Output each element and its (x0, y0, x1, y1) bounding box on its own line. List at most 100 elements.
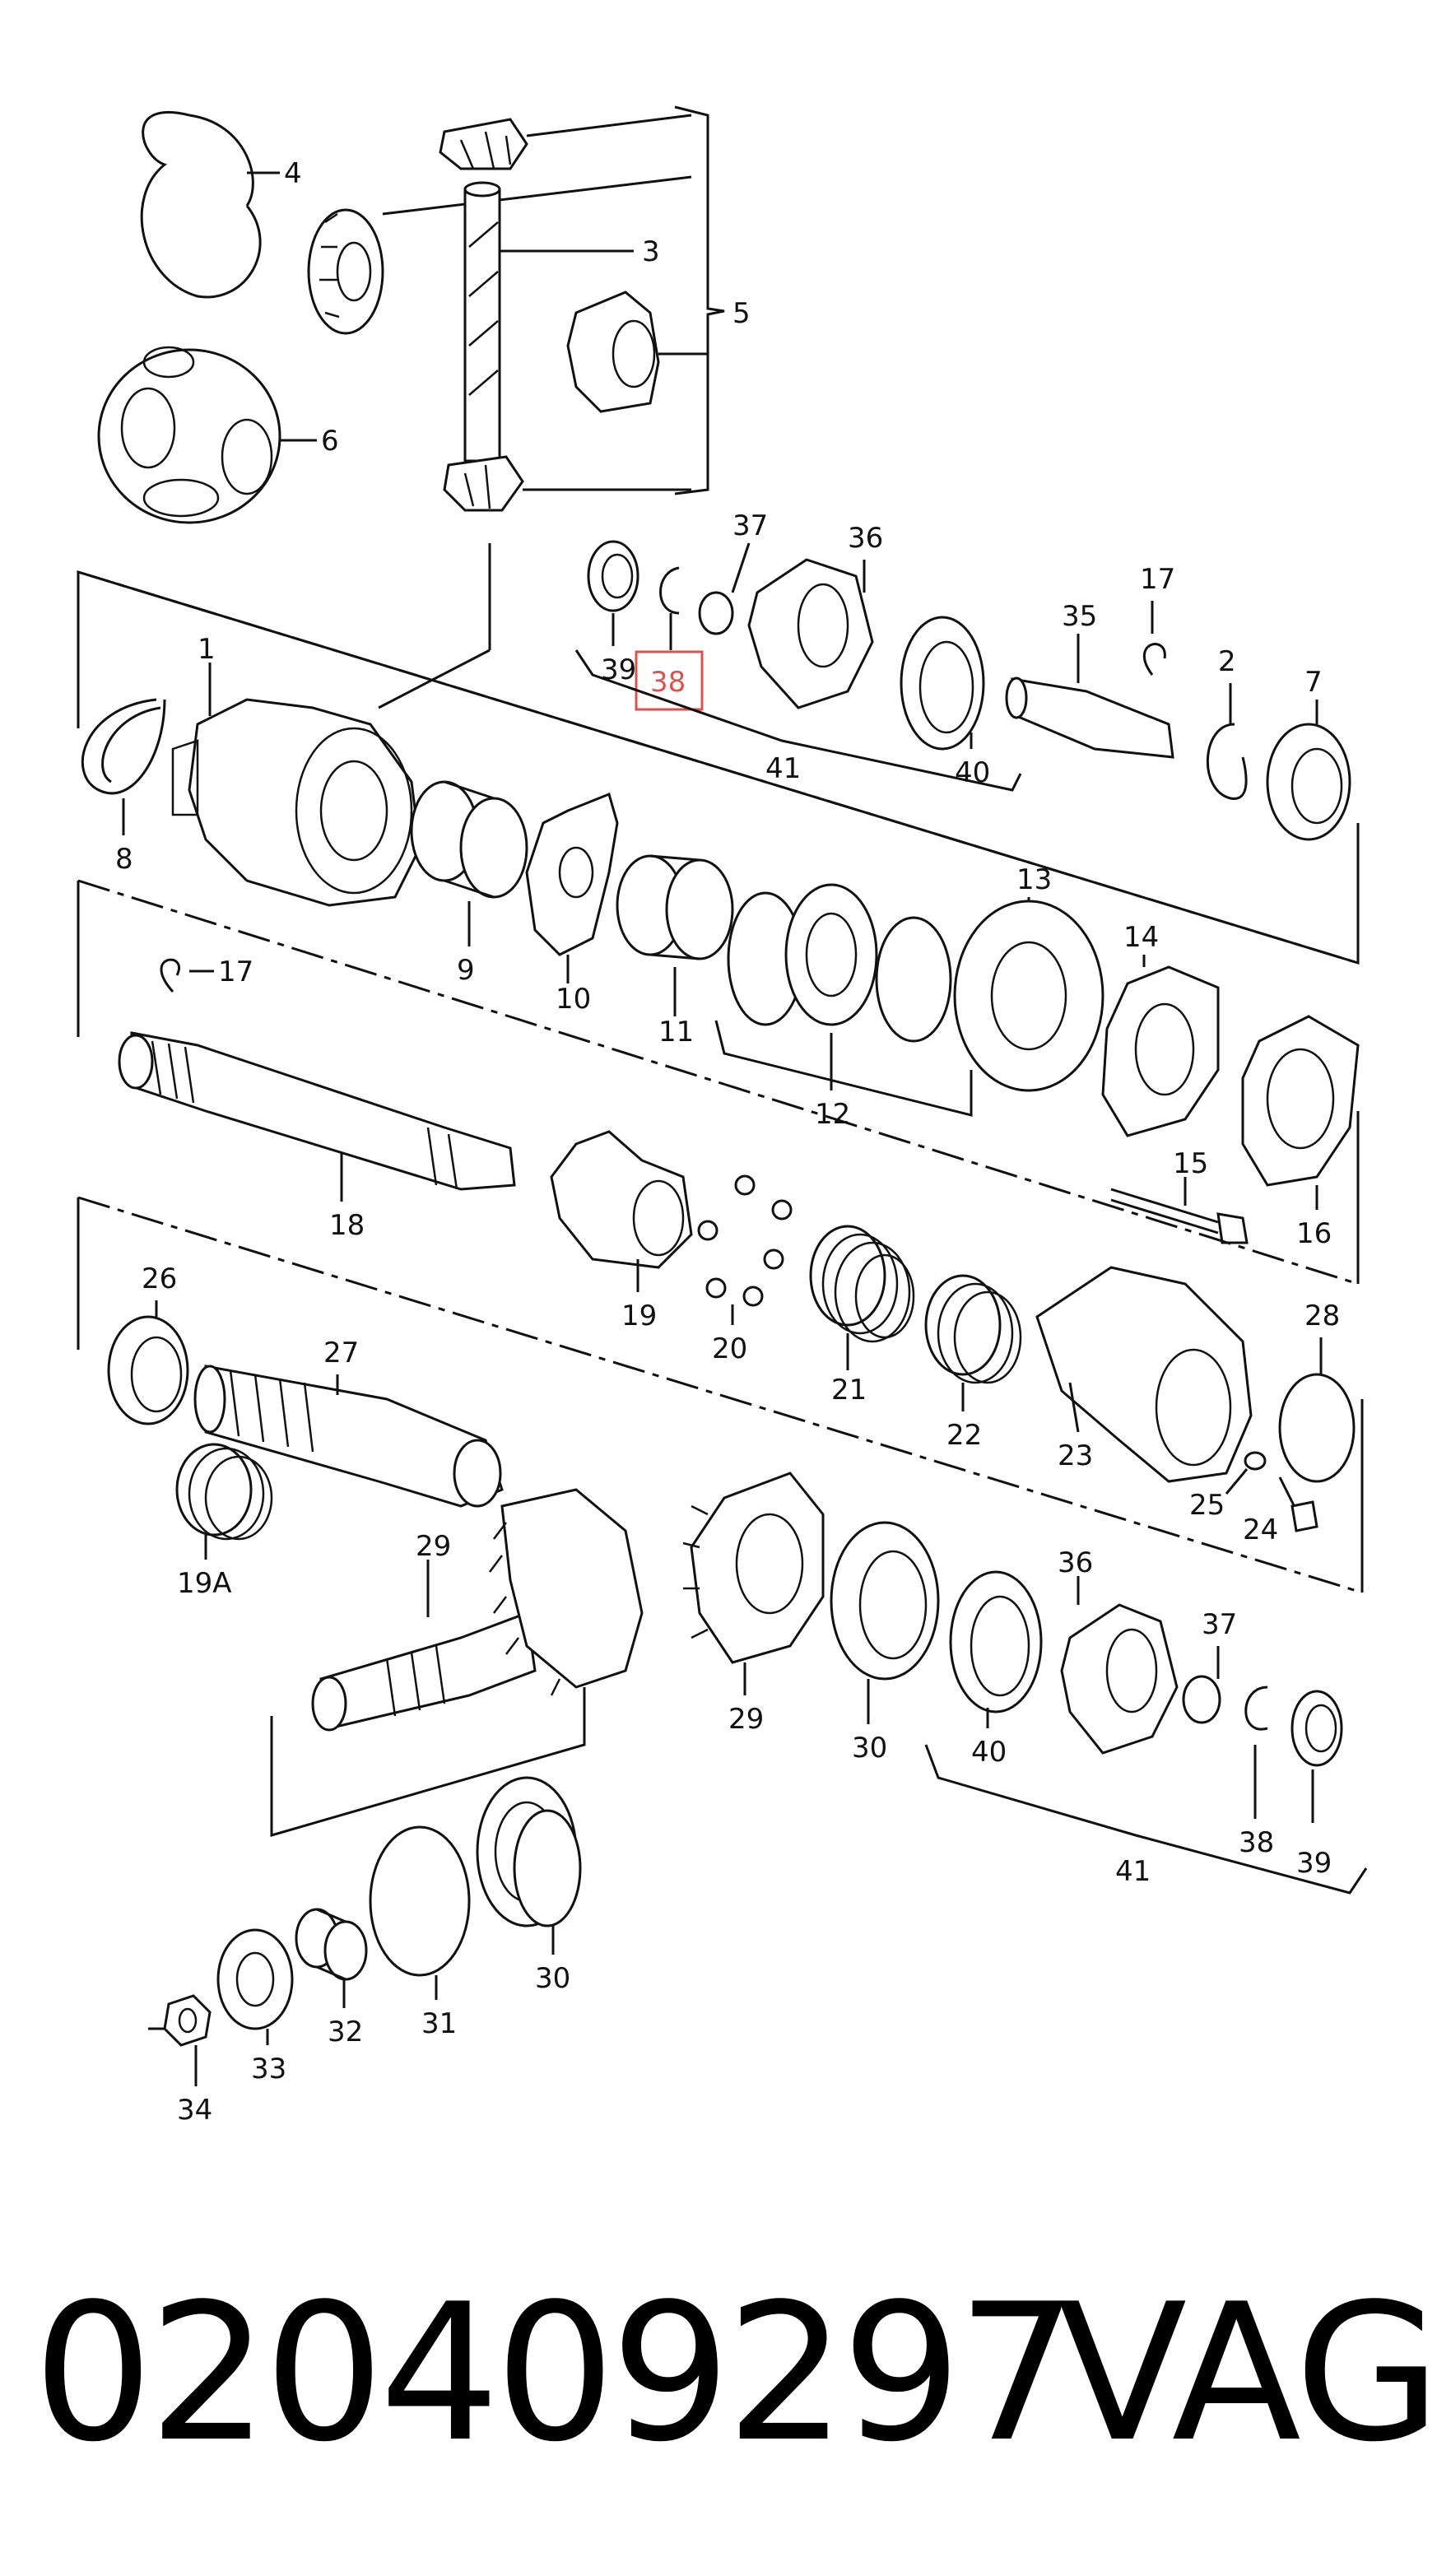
callout-29-lower: 29 (728, 1703, 764, 1736)
part-28-shaft (193, 1365, 504, 1508)
part-38-circlip-upper (659, 566, 680, 650)
part-1-housing (171, 663, 421, 907)
part-24-screw (1278, 1476, 1318, 1532)
callout-7: 7 (1304, 666, 1323, 699)
bracket-41-lower (924, 1744, 1368, 1895)
callout-27: 26 (142, 1262, 177, 1295)
part-27-seal (107, 1300, 189, 1425)
callout-26: 28 (1304, 1300, 1340, 1332)
callout-21: 21 (831, 1374, 867, 1407)
part-36-flange-upper (747, 558, 874, 709)
part-29-pinion-shaft (311, 1488, 644, 1732)
part-3-shaft (463, 181, 634, 463)
part-26-ring (1278, 1337, 1356, 1483)
part-22-spring (924, 1274, 1022, 1411)
part-6-housing (97, 346, 317, 524)
part-37-lock-lower (1182, 1646, 1221, 1724)
callout-18: 18 (329, 1209, 365, 1242)
part-25-washer (1225, 1451, 1267, 1495)
callout-29-upper: 29 (416, 1530, 451, 1563)
part-30-bearing (830, 1521, 940, 1724)
part-17-clip (160, 958, 214, 993)
part-38-circlip-lower (1244, 1686, 1268, 1819)
callout-6: 6 (321, 425, 339, 458)
part-37-lock-upper (698, 542, 751, 635)
footer: 020409297 VAG (0, 2214, 1437, 2576)
highlight-box-38 (635, 650, 704, 711)
part-39-bearing-upper (587, 540, 639, 646)
part-pinion-bottom (378, 455, 691, 709)
callout-37-lower: 37 (1202, 1608, 1237, 1641)
brand-label: VAG (1058, 2264, 1437, 2484)
part-16-gasket (1241, 1015, 1360, 1210)
callout-38-lower: 38 (1239, 1826, 1274, 1859)
callout-10: 10 (556, 983, 591, 1016)
part-21-spring (809, 1225, 915, 1370)
part-side-gear-left (307, 175, 692, 335)
callout-31: 31 (421, 2007, 457, 2040)
callout-37-upper: 37 (732, 509, 768, 542)
callout-4: 4 (284, 157, 302, 190)
callout-30-lower: 30 (535, 1962, 570, 1995)
callout-20: 20 (712, 1332, 747, 1365)
callout-12: 12 (815, 1098, 850, 1131)
part-15-bolt (1110, 1177, 1249, 1244)
part-number: 020409297 (33, 2264, 1077, 2484)
callout-14: 14 (1123, 921, 1159, 954)
callout-38-highlighted: 38 (650, 666, 686, 699)
part-19-hub (550, 1130, 693, 1292)
callout-1: 1 (198, 633, 216, 666)
callout-16: 16 (1296, 1217, 1332, 1250)
part-pinion-top (439, 114, 692, 170)
callout-5: 5 (732, 297, 751, 330)
part-31-ring (369, 1825, 471, 2000)
callout-24: 24 (1243, 1514, 1278, 1546)
part-2-ring (1206, 683, 1248, 800)
callout-23: 23 (1058, 1439, 1093, 1472)
callout-13: 13 (1016, 863, 1052, 896)
part-13-flange (953, 897, 1104, 1092)
callout-8: 8 (115, 843, 133, 876)
callout-3: 3 (642, 235, 660, 268)
bracket-bottom (270, 1687, 586, 1837)
part-18-shaft (118, 1031, 516, 1202)
part-12-synchro (714, 883, 973, 1117)
callout-2: 2 (1218, 645, 1236, 678)
callout-28: 27 (323, 1337, 359, 1369)
callout-15: 15 (1173, 1147, 1208, 1180)
part-20-balls (697, 1174, 793, 1325)
part-10-plate (525, 792, 619, 983)
callout-36-lower: 36 (1058, 1546, 1093, 1579)
callout-39-lower: 39 (1296, 1847, 1332, 1880)
part-40-seal-upper (900, 616, 985, 751)
part-34-nut (148, 1994, 212, 2086)
part-9-bush (410, 780, 528, 946)
exploded-parts-diagram: 4 3 5 6 (77, 105, 1368, 2127)
callout-19A: 19A (177, 1567, 232, 1600)
part-36-flange-lower (1060, 1576, 1179, 1755)
part-32-bush (295, 1908, 368, 2008)
part-29-gear (682, 1472, 825, 1695)
bracket-41-upper (574, 649, 1022, 792)
callout-35: 35 (1062, 600, 1097, 633)
part-4-circlip (140, 111, 280, 299)
callout-9: 9 (457, 954, 475, 987)
callout-17-upper: 17 (1140, 563, 1175, 596)
callout-19: 19 (621, 1300, 657, 1332)
part-11-needle-bearing (616, 854, 734, 1016)
part-23-housing (1035, 1266, 1253, 1483)
part-33-bearing (216, 1928, 294, 2045)
part-39-bearing-lower (1291, 1690, 1343, 1823)
callout-33: 33 (251, 2053, 286, 2085)
part-30-bearing-lower (476, 1776, 582, 1955)
callout-32: 32 (328, 2016, 363, 2048)
callout-34: 34 (177, 2094, 212, 2127)
callout-36-upper: 36 (848, 522, 883, 555)
part-7-bearing (1266, 700, 1351, 841)
part-40-seal-lower (949, 1570, 1043, 1728)
part-side-gear-right (566, 291, 708, 413)
part-8-ring (81, 698, 166, 835)
callout-22: 22 (946, 1419, 982, 1452)
callout-11: 11 (658, 1016, 694, 1049)
part-19A-spring (175, 1443, 273, 1560)
